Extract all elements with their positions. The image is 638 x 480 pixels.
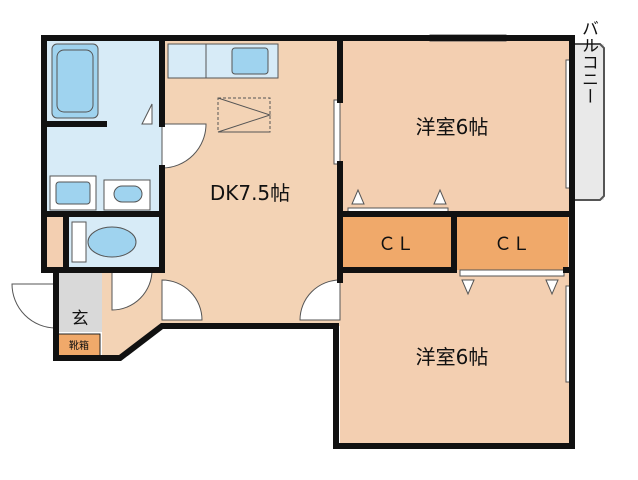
slide-dk-bedroom xyxy=(333,99,341,165)
kitchen-sink xyxy=(231,47,269,75)
slide-upper-arrow-left xyxy=(351,188,365,205)
bedroom-lower-floor xyxy=(340,270,572,446)
closets xyxy=(340,214,568,270)
label-bedroom-lower: 洋室6帖 xyxy=(416,345,489,369)
toilet-tank xyxy=(71,221,87,263)
washbasin-bowl xyxy=(55,181,91,205)
washing-machine-drum xyxy=(113,185,143,203)
wall-exterior xyxy=(41,35,575,449)
balcony-outline xyxy=(572,43,605,201)
walls xyxy=(41,35,575,449)
door-washroom xyxy=(161,123,207,169)
closet-right xyxy=(456,214,568,270)
storage-floor xyxy=(44,214,66,270)
dk-floor xyxy=(162,38,340,326)
slide-lower xyxy=(459,269,565,277)
label-dk: DK7.5帖 xyxy=(210,181,290,205)
slide-lower-arrow-right xyxy=(545,279,559,296)
floor-layer xyxy=(44,38,604,446)
label-closet-left: ＣＬ xyxy=(378,234,414,255)
bedroom-upper-floor xyxy=(340,38,572,214)
label-balcony: バルコニー xyxy=(578,20,598,105)
labels: DK7.5帖 洋室6帖 洋室6帖 ＣＬ ＣＬ 玄 靴箱 バルコニー xyxy=(69,20,598,370)
door-dk-right xyxy=(299,279,341,321)
fridge-space-lines xyxy=(217,97,272,133)
label-closet-right: ＣＬ xyxy=(494,234,530,255)
closet-left xyxy=(340,214,452,270)
door-toilet xyxy=(141,103,153,125)
door-entrance xyxy=(11,283,57,329)
slide-lower-arrow-left xyxy=(461,279,475,296)
door-hall xyxy=(111,269,153,311)
doors xyxy=(11,103,341,329)
label-entrance: 玄 xyxy=(72,309,89,329)
fixtures xyxy=(49,43,279,357)
entrance-floor xyxy=(56,270,102,332)
toilet-bowl xyxy=(87,226,137,258)
bathtub-inner xyxy=(56,49,94,113)
balcony-floor xyxy=(572,44,604,200)
label-shoe-box: 靴箱 xyxy=(69,339,89,352)
label-bedroom-upper: 洋室6帖 xyxy=(416,115,489,139)
slide-upper-arrow-right xyxy=(433,188,447,205)
door-dk-left xyxy=(161,279,203,321)
